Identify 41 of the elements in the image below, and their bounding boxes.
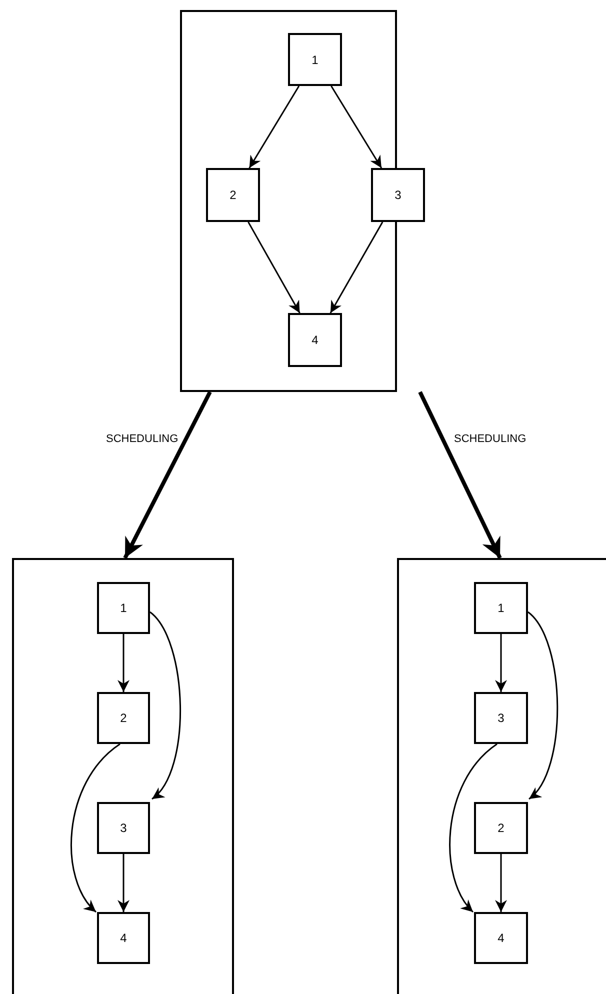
- task-box: [97, 582, 150, 634]
- task-number: 3: [120, 821, 127, 835]
- task-box: [206, 168, 260, 222]
- task-number: 4: [120, 931, 127, 945]
- task-number: 4: [312, 333, 318, 347]
- task-number: 3: [498, 711, 504, 725]
- task-box: [288, 33, 342, 86]
- task-box: [288, 313, 342, 367]
- arrow: [118, 634, 130, 692]
- arrow: [149, 611, 181, 800]
- arrow: [248, 222, 300, 314]
- task-box: [371, 168, 425, 222]
- arrow: [495, 854, 507, 912]
- arrow: [418, 391, 502, 559]
- arrow: [330, 222, 384, 314]
- arrow: [70, 743, 120, 912]
- task-box: [474, 582, 528, 634]
- task-number: 2: [498, 821, 504, 835]
- arrow: [248, 86, 300, 168]
- task-box: [97, 802, 150, 854]
- task-number: 1: [312, 52, 318, 66]
- arrow: [118, 854, 130, 912]
- group-frame: [180, 10, 397, 392]
- task-number: 3: [394, 188, 402, 202]
- task-box: [97, 912, 150, 964]
- arrow: [449, 743, 498, 912]
- arrow: [495, 634, 507, 692]
- task-box: [474, 692, 528, 744]
- task-box: [97, 692, 150, 744]
- task-number: 1: [498, 601, 504, 615]
- group-frame: [397, 558, 606, 994]
- task-number: 2: [120, 711, 127, 725]
- task-number: 4: [498, 931, 504, 945]
- arrow: [330, 86, 382, 168]
- task-box: [474, 802, 528, 854]
- task-number: 1: [120, 601, 127, 615]
- group-frame: [12, 558, 234, 994]
- arrow: [527, 611, 558, 800]
- arrow: [123, 391, 212, 559]
- task-number: 2: [230, 188, 236, 202]
- task-box: [474, 912, 528, 964]
